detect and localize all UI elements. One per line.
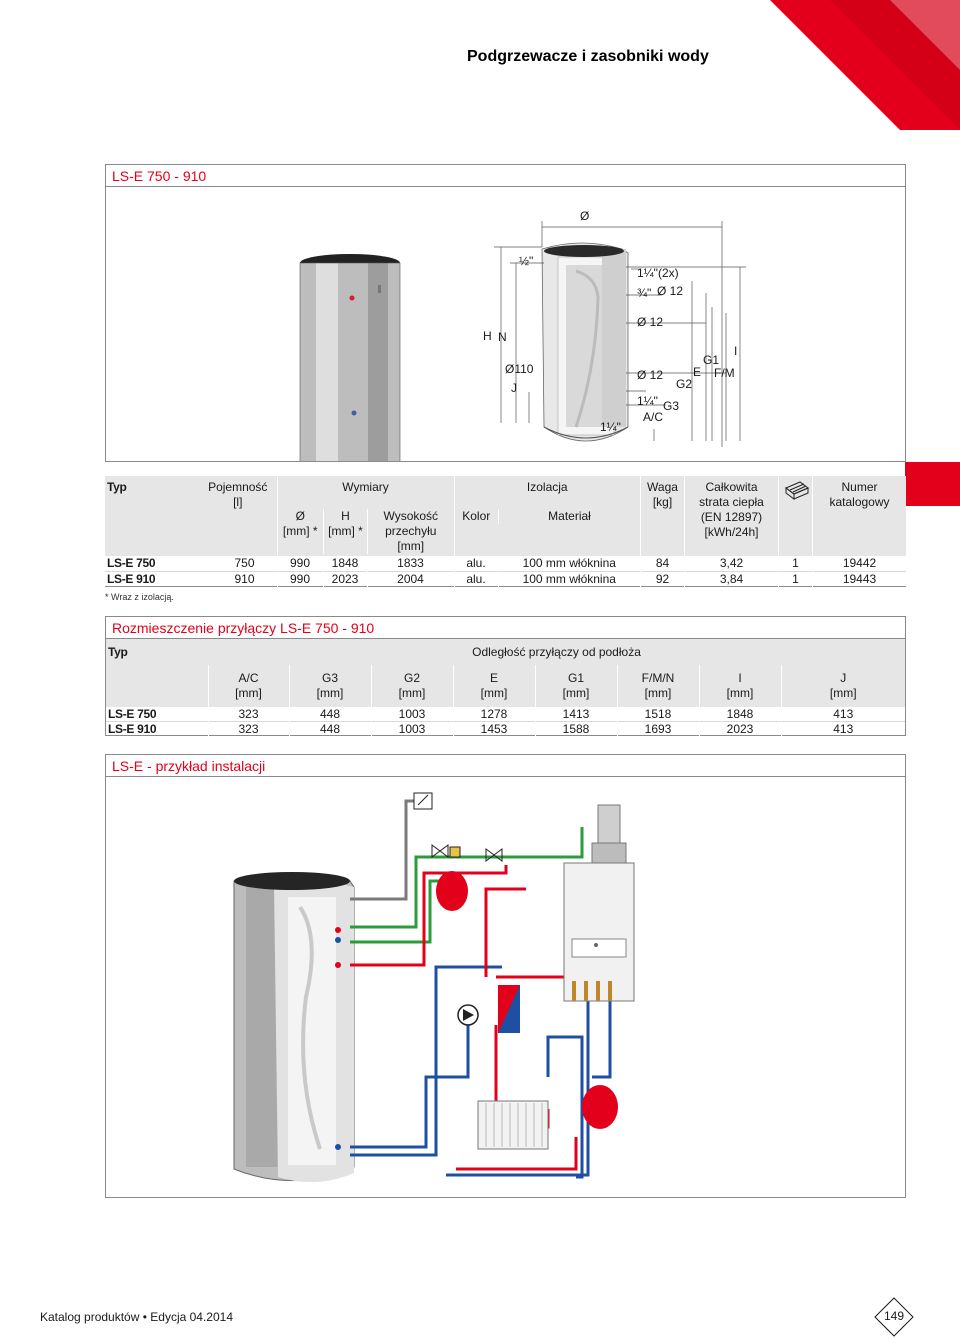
- table-row: LS-E 750 750 990 1848 1833 alu. 100 mm w…: [105, 556, 906, 571]
- label-one-quarter-a: 1¼": [637, 394, 658, 408]
- label-one-quarter-b: 1¼": [600, 420, 621, 434]
- expansion-vessel-bottom: [582, 1085, 618, 1129]
- label-n: N: [498, 330, 507, 344]
- corner-decoration: [770, 0, 960, 130]
- connections-caption: Odległość przyłączy od podłoża: [472, 645, 641, 659]
- gauge-icon: [413, 792, 433, 810]
- pump-icon: [457, 1004, 479, 1026]
- label-ac: A/C: [643, 410, 663, 424]
- dimension-lines: [494, 221, 746, 447]
- header-typ: Typ: [108, 645, 128, 659]
- label-d110: Ø110: [505, 362, 534, 376]
- page-title: Podgrzewacze i zasobniki wody: [467, 48, 709, 65]
- page-diamond-icon: [874, 1297, 914, 1337]
- section-title: Rozmieszczenie przyłączy LS-E 750 - 910: [106, 617, 905, 639]
- label-g2: G2: [676, 377, 692, 391]
- label-i: I: [734, 344, 737, 358]
- header-h: H: [341, 509, 350, 523]
- pallet-icon: [784, 481, 809, 500]
- label-h: H: [483, 329, 492, 343]
- label-j: J: [511, 381, 517, 395]
- side-tab: [905, 462, 960, 506]
- label-fm: F/M: [714, 366, 735, 380]
- header-pallet: [778, 476, 813, 556]
- gas-boiler: [563, 804, 635, 1002]
- valve-icon: [431, 844, 503, 862]
- installation-box: LS-E - przykład instalacji: [105, 754, 906, 1198]
- label-diameter: Ø: [580, 209, 589, 223]
- section-title: LS-E - przykład instalacji: [106, 755, 905, 777]
- tank-dimension-drawing: Ø ½" 1¼"(2x) ¾" Ø 12 Ø 12 H N Ø110 J Ø 1…: [299, 209, 746, 461]
- table-row: LS-E 750 323 448 1003 1278 1413 1518 184…: [106, 707, 905, 722]
- page-number: 149: [874, 1297, 914, 1337]
- section-title: LS-E 750 - 910: [106, 165, 905, 187]
- connections-box: Rozmieszczenie przyłączy LS-E 750 - 910 …: [105, 616, 906, 736]
- header-waga: Waga[kg]: [640, 476, 685, 556]
- specs-table: Typ Pojemność[l] Wymiary Ø[mm] * H[mm] *…: [105, 476, 906, 587]
- label-d12-b: Ø 12: [637, 315, 663, 329]
- header-kolor: Kolor: [462, 509, 491, 523]
- tank-exterior: [299, 254, 401, 461]
- label-e: E: [693, 365, 701, 379]
- footnote: * Wraz z izolacją.: [105, 592, 174, 602]
- label-g3: G3: [663, 399, 679, 413]
- header-wysokosc: Wysokość: [383, 509, 439, 523]
- installation-diagram: [233, 792, 635, 1183]
- label-half-inch: ½": [519, 254, 533, 268]
- expansion-vessel-top: [436, 871, 468, 911]
- table-row: LS-E 910 323 448 1003 1453 1588 1693 202…: [106, 721, 905, 736]
- tank-cutaway: [233, 872, 355, 1183]
- label-d12-a: Ø 12: [657, 284, 683, 298]
- label-g1: G1: [703, 353, 719, 367]
- header-d: Ø: [295, 509, 305, 523]
- label-one-quarter-2x: 1¼"(2x): [637, 266, 679, 280]
- label-three-quarter: ¾": [637, 286, 651, 300]
- table-row: LS-E 910 910 990 2023 2004 alu. 100 mm w…: [105, 571, 906, 586]
- tank-cutaway: [541, 242, 629, 442]
- header-izolacja: Izolacja Kolor Materiał: [453, 476, 641, 556]
- heat-exchanger: [498, 985, 520, 1033]
- header-typ: Typ: [107, 480, 127, 494]
- header-pojemnosc: Pojemność[l]: [208, 480, 268, 509]
- footer-text: Katalog produktów • Edycja 04.2014: [40, 1310, 233, 1324]
- radiator: [477, 1100, 549, 1150]
- label-d12-c: Ø 12: [637, 368, 663, 382]
- product-diagram-box: LS-E 750 - 910: [105, 164, 906, 462]
- header-material: Materiał: [498, 509, 640, 524]
